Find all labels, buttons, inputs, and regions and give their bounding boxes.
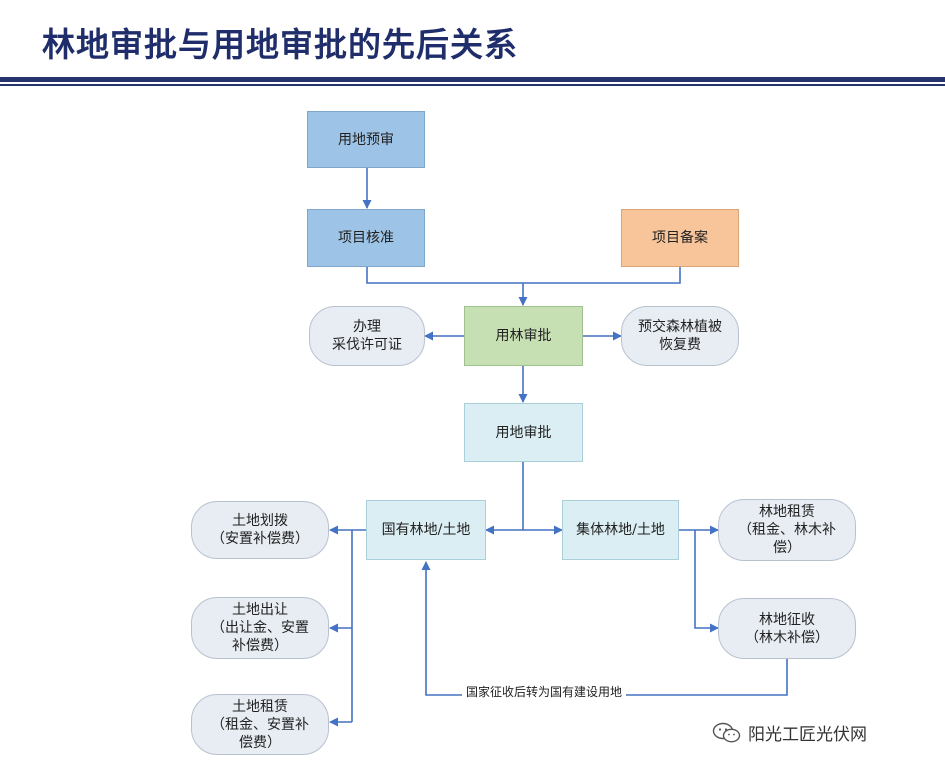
node-restoration-fee: 预交森林植被 恢复费 [621,306,739,366]
node-land-transfer: 土地出让 （出让金、安置 补偿费） [191,597,329,659]
node-land-use-approval: 用地审批 [464,403,583,462]
node-forest-lease: 林地租赁 （租金、林木补 偿） [718,499,856,561]
node-project-filing: 项目备案 [621,209,739,267]
watermark-text: 阳光工匠光伏网 [748,725,867,745]
node-land-allocation: 土地划拨 （安置补偿费） [191,501,329,559]
node-state-land: 国有林地/土地 [366,500,486,560]
node-forest-use-approval: 用林审批 [464,306,583,366]
node-land-lease-state: 土地租赁 （租金、安置补 偿费） [191,694,329,755]
node-collective-land: 集体林地/土地 [562,500,679,560]
title-rule-thick [0,77,945,82]
edge-collective-trunk [694,530,719,633]
slide-title: 林地审批与用地审批的先后关系 [42,25,518,64]
edge-label-conversion: 国家征收后转为国有建设用地 [462,683,627,700]
node-project-approval: 项目核准 [307,209,425,267]
watermark: 阳光工匠光伏网 [712,720,867,745]
edge-filing-to-forest [523,267,681,284]
node-forest-expropriation: 林地征收 （林木补偿） [718,598,856,659]
title-rule-thin [0,84,945,86]
node-pre-review: 用地预审 [307,111,425,168]
node-logging-permit: 办理 采伐许可证 [309,306,425,366]
edge-landuse-to-state [485,462,524,535]
edge-approval-to-forest [366,267,528,306]
wechat-icon [712,722,741,742]
